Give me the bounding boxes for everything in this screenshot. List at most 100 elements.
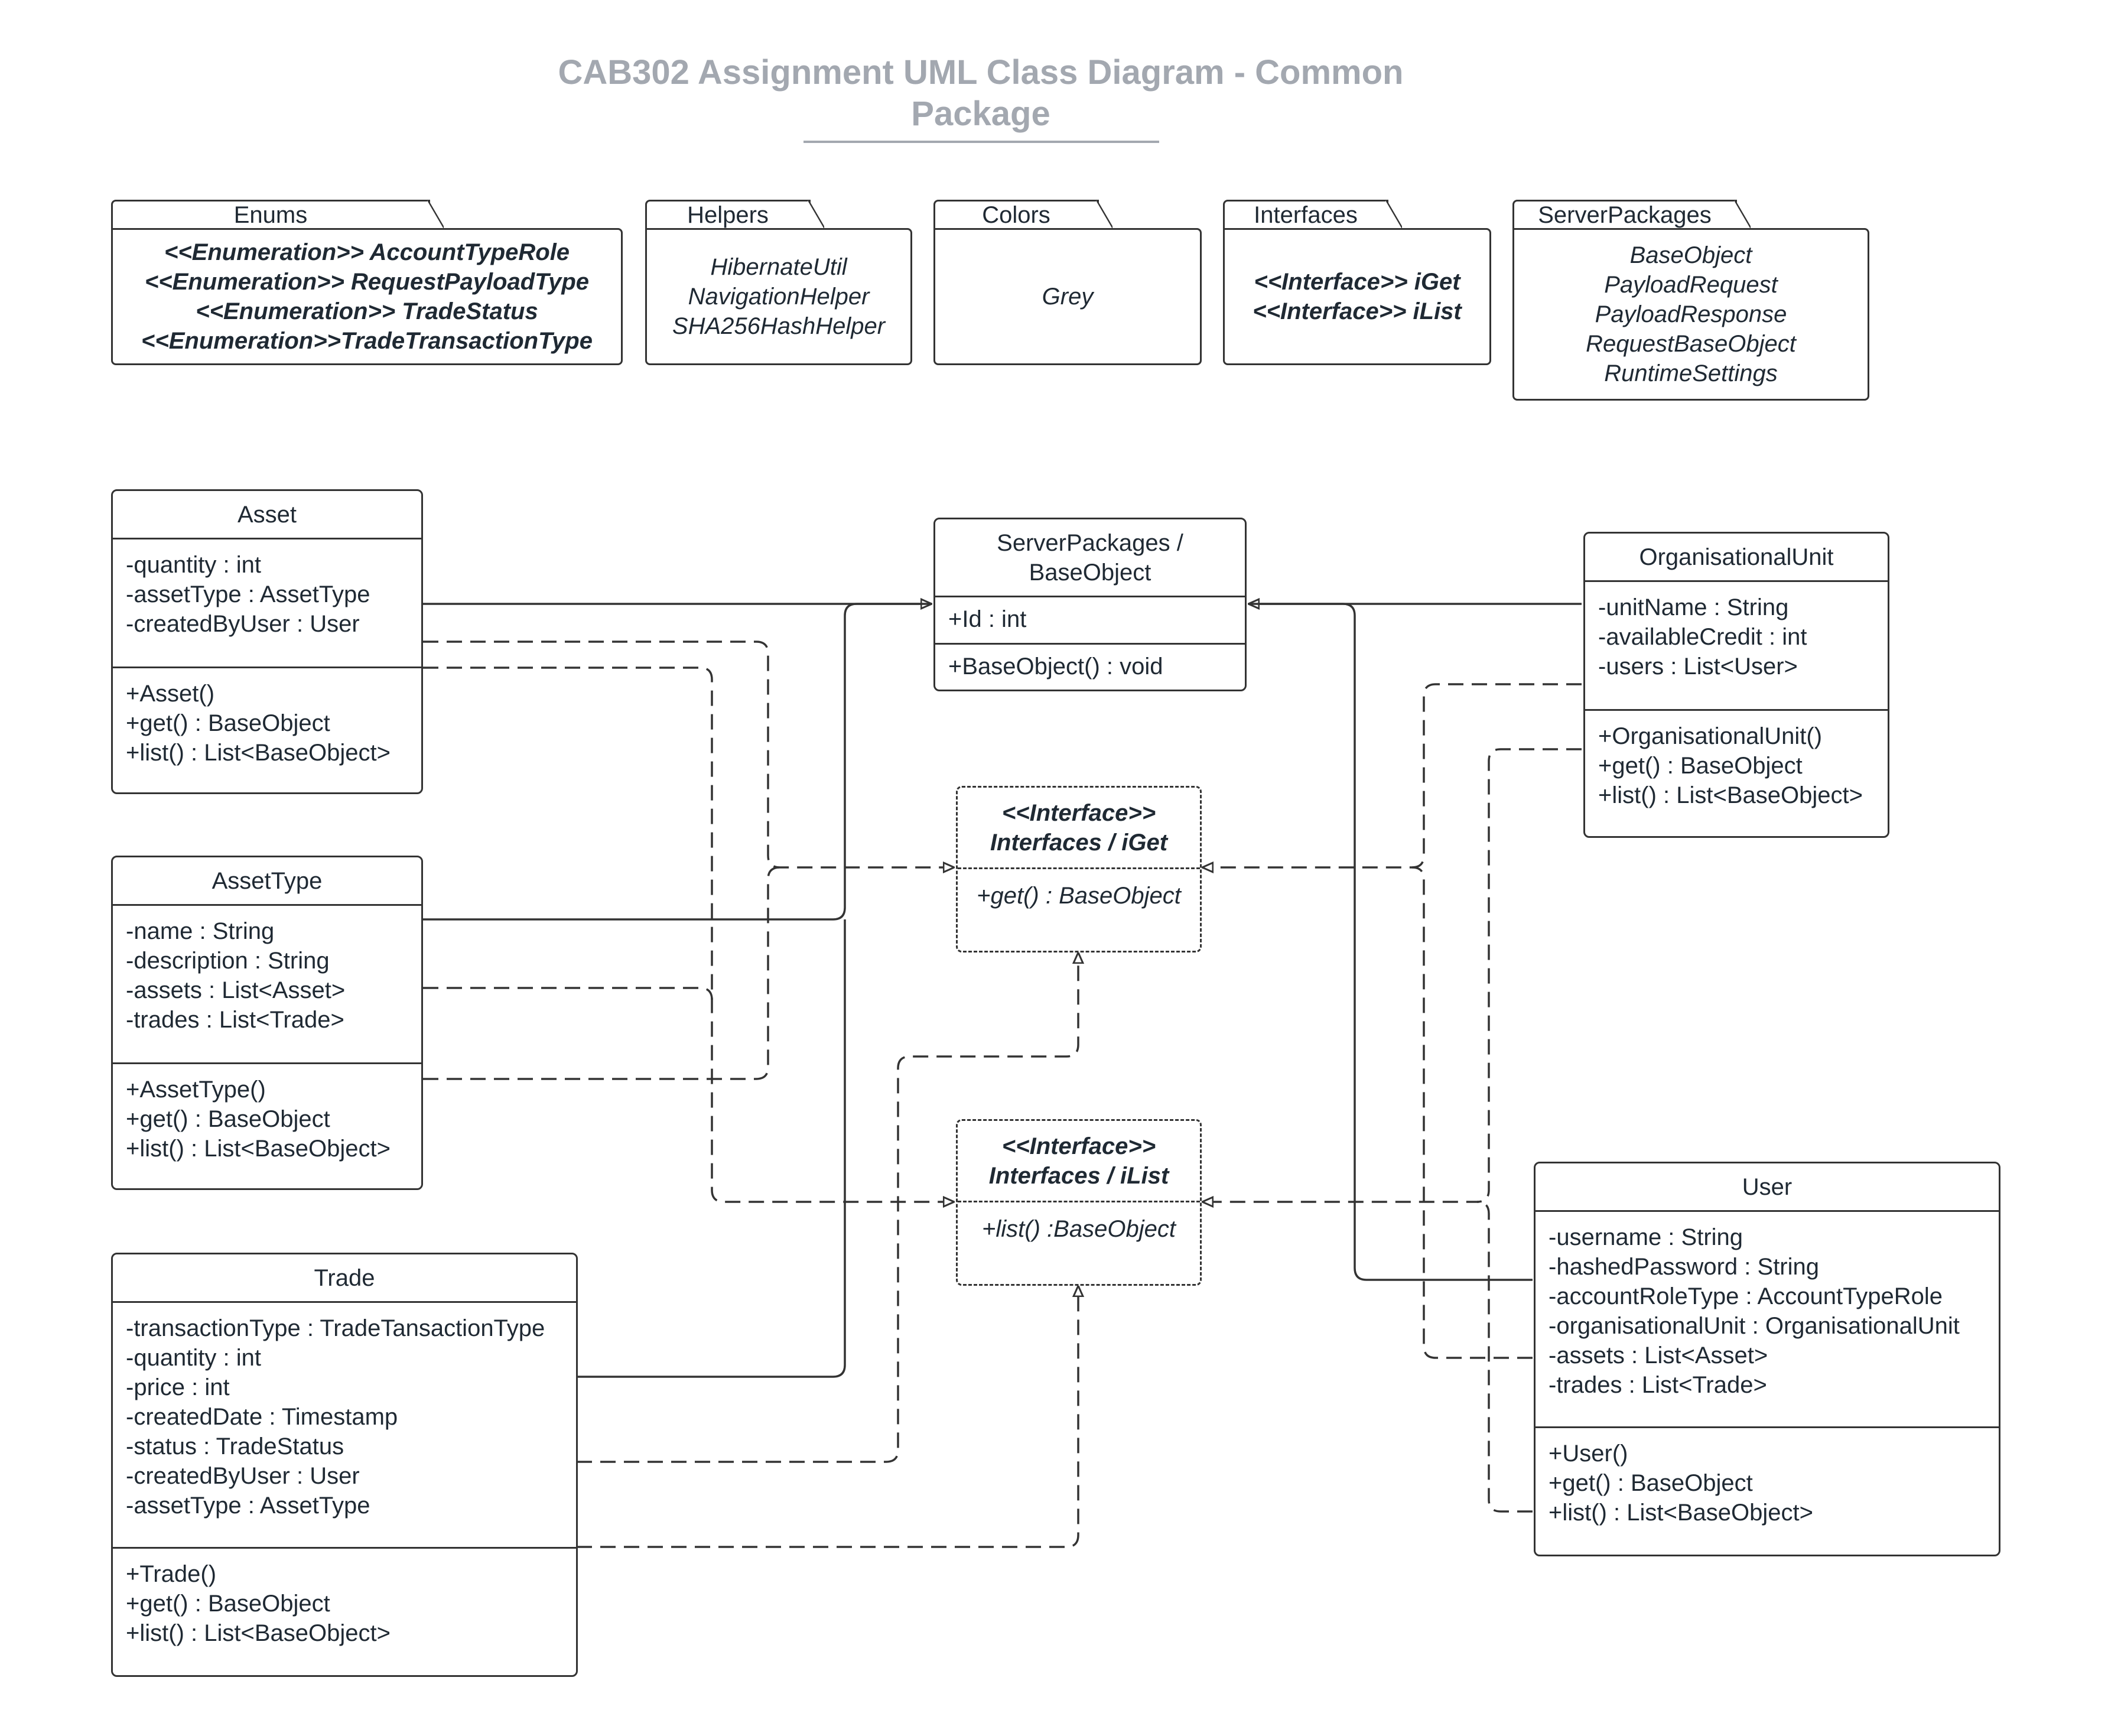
attribute: -assets : List<Asset> (126, 977, 346, 1003)
method: +get() : BaseObject (126, 710, 330, 736)
ilist-interface: <<Interface>> Interfaces / iList +list()… (956, 1119, 1202, 1286)
method: +list() :BaseObject (982, 1216, 1176, 1242)
interface-name: Interfaces / iList (988, 1162, 1169, 1189)
attributes-section: -transactionType : TradeTansactionType -… (113, 1303, 576, 1549)
baseobject-class: ServerPackages / BaseObject +Id : int +B… (933, 518, 1247, 691)
trade-realises-iget (577, 952, 1078, 1463)
enums-package: <<Enumeration>> AccountTypeRole <<Enumer… (111, 228, 623, 365)
helper-item: NavigationHelper (688, 284, 870, 310)
attribute: -accountRoleType : AccountTypeRole (1549, 1283, 1943, 1309)
enum-item: <<Enumeration>> RequestPayloadType (144, 269, 590, 295)
user-inherits-baseobject (1248, 603, 1533, 1281)
class-name: OrganisationalUnit (1639, 544, 1834, 570)
interfaces-package: <<Interface>> iGet <<Interface>> iList (1223, 228, 1491, 365)
methods-section: +get() : BaseObject (958, 869, 1200, 911)
method: +User() (1549, 1441, 1628, 1467)
asset-realises-ilist (423, 667, 954, 1202)
class-name: Trade (314, 1264, 375, 1291)
attribute: -assetType : AssetType (126, 581, 370, 607)
attribute: -price : int (126, 1374, 230, 1400)
serverpackage-item: RequestBaseObject (1586, 331, 1796, 357)
enum-item: <<Enumeration>>TradeTransactionType (141, 328, 593, 354)
title-underline (803, 141, 1159, 143)
attribute: -quantity : int (126, 552, 262, 578)
method: +Asset() (126, 681, 215, 707)
color-item: Grey (1042, 284, 1094, 310)
attribute: -users : List<User> (1598, 654, 1798, 680)
methods-section: +BaseObject() : void (935, 645, 1245, 681)
colors-package: Grey (933, 228, 1202, 365)
interface-item: <<Interface>> iGet (1254, 269, 1460, 295)
attribute: -quantity : int (126, 1345, 262, 1371)
method: +OrganisationalUnit() (1598, 723, 1823, 749)
attribute: -createdDate : Timestamp (126, 1404, 398, 1430)
attribute: -unitName : String (1598, 594, 1789, 620)
attributes-section: -username : String -hashedPassword : Str… (1536, 1212, 1999, 1428)
class-name: AssetType (212, 867, 323, 894)
class-name: User (1742, 1173, 1793, 1200)
attribute: -availableCredit : int (1598, 624, 1807, 650)
interfaces-package-tab: Interfaces (1223, 200, 1402, 228)
trade-class: Trade -transactionType : TradeTansaction… (111, 1253, 578, 1677)
method: +list() : List<BaseObject> (1598, 782, 1863, 808)
method: +list() : List<BaseObject> (126, 1620, 391, 1646)
method: +BaseObject() : void (948, 654, 1163, 680)
enums-package-tab: Enums (111, 200, 444, 228)
attribute: -trades : List<Trade> (1549, 1372, 1767, 1398)
attribute: -status : TradeStatus (126, 1433, 344, 1459)
attribute: -trades : List<Trade> (126, 1007, 344, 1033)
method: +get() : BaseObject (1598, 753, 1803, 779)
interface-item: <<Interface>> iList (1253, 298, 1462, 324)
orgunit-realises-ilist (1202, 748, 1582, 1202)
trade-inherits-baseobject (577, 919, 846, 1378)
attributes-section: -name : String -description : String -as… (113, 906, 421, 1064)
attribute: -assets : List<Asset> (1549, 1342, 1768, 1368)
trade-realises-ilist (577, 1286, 1078, 1548)
attribute: -description : String (126, 948, 330, 974)
class-name: ServerPackages / (997, 529, 1183, 556)
class-name: BaseObject (1029, 559, 1151, 586)
method: +get() : BaseObject (1549, 1470, 1753, 1496)
method: +list() : List<BaseObject> (126, 740, 391, 766)
serverpackages-package: BaseObject PayloadRequest PayloadRespons… (1512, 228, 1869, 401)
method: +list() : List<BaseObject> (126, 1136, 391, 1162)
serverpackage-item: PayloadRequest (1604, 272, 1778, 298)
attribute: -username : String (1549, 1224, 1743, 1250)
attributes-section: -unitName : String -availableCredit : in… (1585, 582, 1888, 711)
attribute: -hashedPassword : String (1549, 1254, 1820, 1280)
stereotype-label: <<Interface>> (1001, 1133, 1156, 1159)
orgunit-realises-iget (1202, 683, 1582, 867)
serverpackages-package-tab: ServerPackages (1512, 200, 1751, 228)
serverpackage-item: BaseObject (1629, 242, 1752, 268)
user-class: User -username : String -hashedPassword … (1534, 1162, 2000, 1556)
method: +get() : BaseObject (126, 1591, 330, 1617)
assettype-realises-iget (423, 866, 780, 1080)
attribute: -createdByUser : User (126, 1463, 360, 1489)
iget-interface: <<Interface>> Interfaces / iGet +get() :… (956, 786, 1202, 952)
stereotype-label: <<Interface>> (1001, 799, 1156, 826)
asset-class: Asset -quantity : int -assetType : Asset… (111, 489, 423, 794)
method: +Trade() (126, 1561, 217, 1587)
user-realises-iget (1411, 866, 1533, 1359)
interface-name: Interfaces / iGet (990, 829, 1168, 856)
enum-item: <<Enumeration>> TradeStatus (196, 298, 538, 324)
attribute: -name : String (126, 918, 275, 944)
helpers-package: HibernateUtil NavigationHelper SHA256Has… (645, 228, 912, 365)
enum-item: <<Enumeration>> AccountTypeRole (164, 239, 570, 265)
method: +get() : BaseObject (977, 883, 1181, 909)
asset-realises-iget (423, 641, 954, 867)
colors-package-tab: Colors (933, 200, 1112, 228)
attribute: -transactionType : TradeTansactionType (126, 1315, 545, 1341)
methods-section: +OrganisationalUnit() +get() : BaseObjec… (1585, 711, 1888, 810)
helper-item: SHA256HashHelper (672, 313, 886, 339)
serverpackage-item: PayloadResponse (1595, 301, 1787, 327)
attribute: -createdByUser : User (126, 611, 360, 637)
attribute: +Id : int (948, 606, 1027, 632)
attributes-section: -quantity : int -assetType : AssetType -… (113, 539, 421, 668)
class-name: Asset (237, 501, 297, 528)
methods-section: +Trade() +get() : BaseObject +list() : L… (113, 1549, 576, 1648)
helpers-package-tab: Helpers (645, 200, 824, 228)
assettype-class: AssetType -name : String -description : … (111, 856, 423, 1190)
